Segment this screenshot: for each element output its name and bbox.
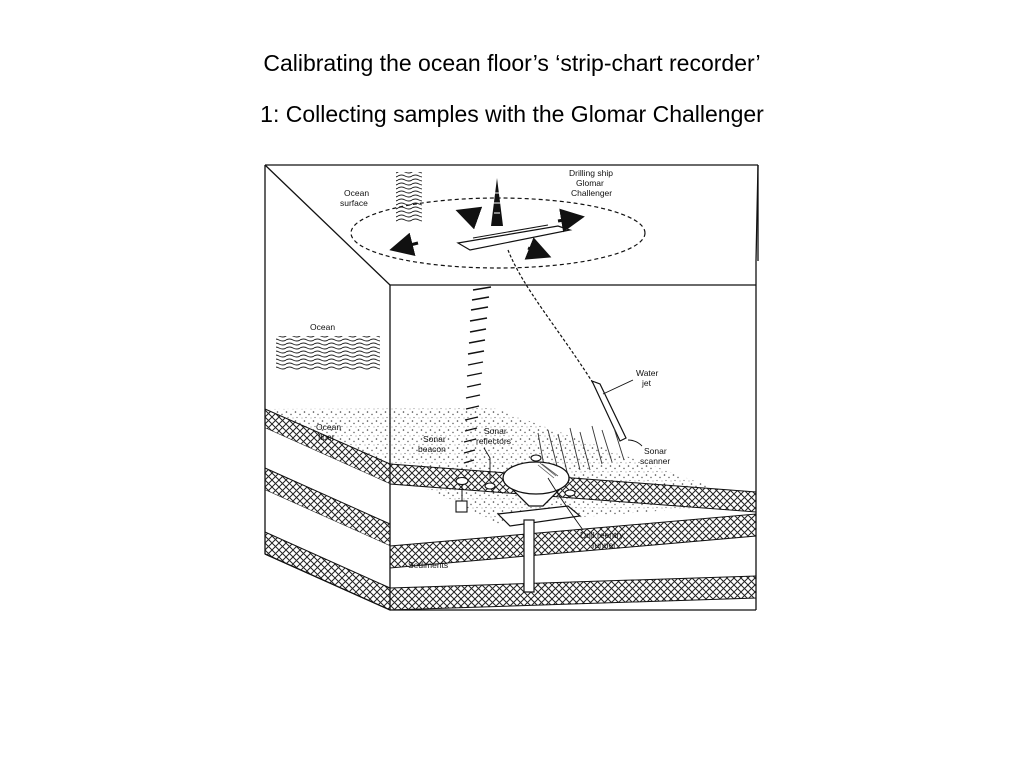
label-drilling-ship: Drilling ship [569, 168, 613, 178]
label-sonar-reflectors: Sonar [484, 426, 507, 436]
label-water-jet-2: jet [641, 378, 652, 388]
drill-reentry-funnel [496, 461, 582, 593]
label-drilling-ship-2: Glomar [576, 178, 604, 188]
leader-lines [483, 379, 643, 531]
label-sonar-beacon-2: beacon [418, 444, 446, 454]
sediment-band-right-3 [389, 575, 757, 611]
label-ocean: Ocean [310, 322, 335, 332]
label-sonar-scanner-2: scanner [640, 456, 670, 466]
label-drilling-ship-3: Challenger [571, 188, 612, 198]
label-sonar-beacon: Sonar [423, 434, 446, 444]
box-outline [264, 164, 759, 611]
label-drill-funnel-2: funnel [592, 540, 615, 550]
drill-string [507, 249, 594, 384]
label-ocean-floor-2: floor [318, 432, 335, 442]
ocean-waves [276, 336, 380, 370]
label-ocean-surface: Ocean [344, 188, 369, 198]
slide-title: Calibrating the ocean floor’s ‘strip-cha… [263, 50, 761, 76]
label-sediments: Sediments [408, 560, 448, 570]
sonar-reflectors [484, 454, 576, 497]
label-water-jet: Water [636, 368, 659, 378]
label-sonar-scanner: Sonar [644, 446, 667, 456]
sonar-beacon [455, 476, 469, 513]
label-sonar-reflectors-2: reflectors [476, 436, 511, 446]
drilling-ship-icon [456, 178, 573, 251]
label-drill-funnel: Drill reentry [580, 530, 624, 540]
front-layer-white-2 [265, 490, 390, 588]
label-ocean-floor: Ocean [316, 422, 341, 432]
ocean-drilling-diagram: Ocean surface Drilling ship Glomar Chall… [264, 164, 759, 611]
sonar-signal-column [463, 286, 492, 464]
slide-subtitle: 1: Collecting samples with the Glomar Ch… [260, 101, 764, 127]
label-ocean-surface-2: surface [340, 198, 368, 208]
ocean-surface-waves [396, 172, 422, 222]
thrust-arrows [389, 206, 585, 260]
diagram-labels: Ocean surface Drilling ship Glomar Chall… [310, 168, 670, 570]
water-jet-icon [590, 379, 627, 442]
